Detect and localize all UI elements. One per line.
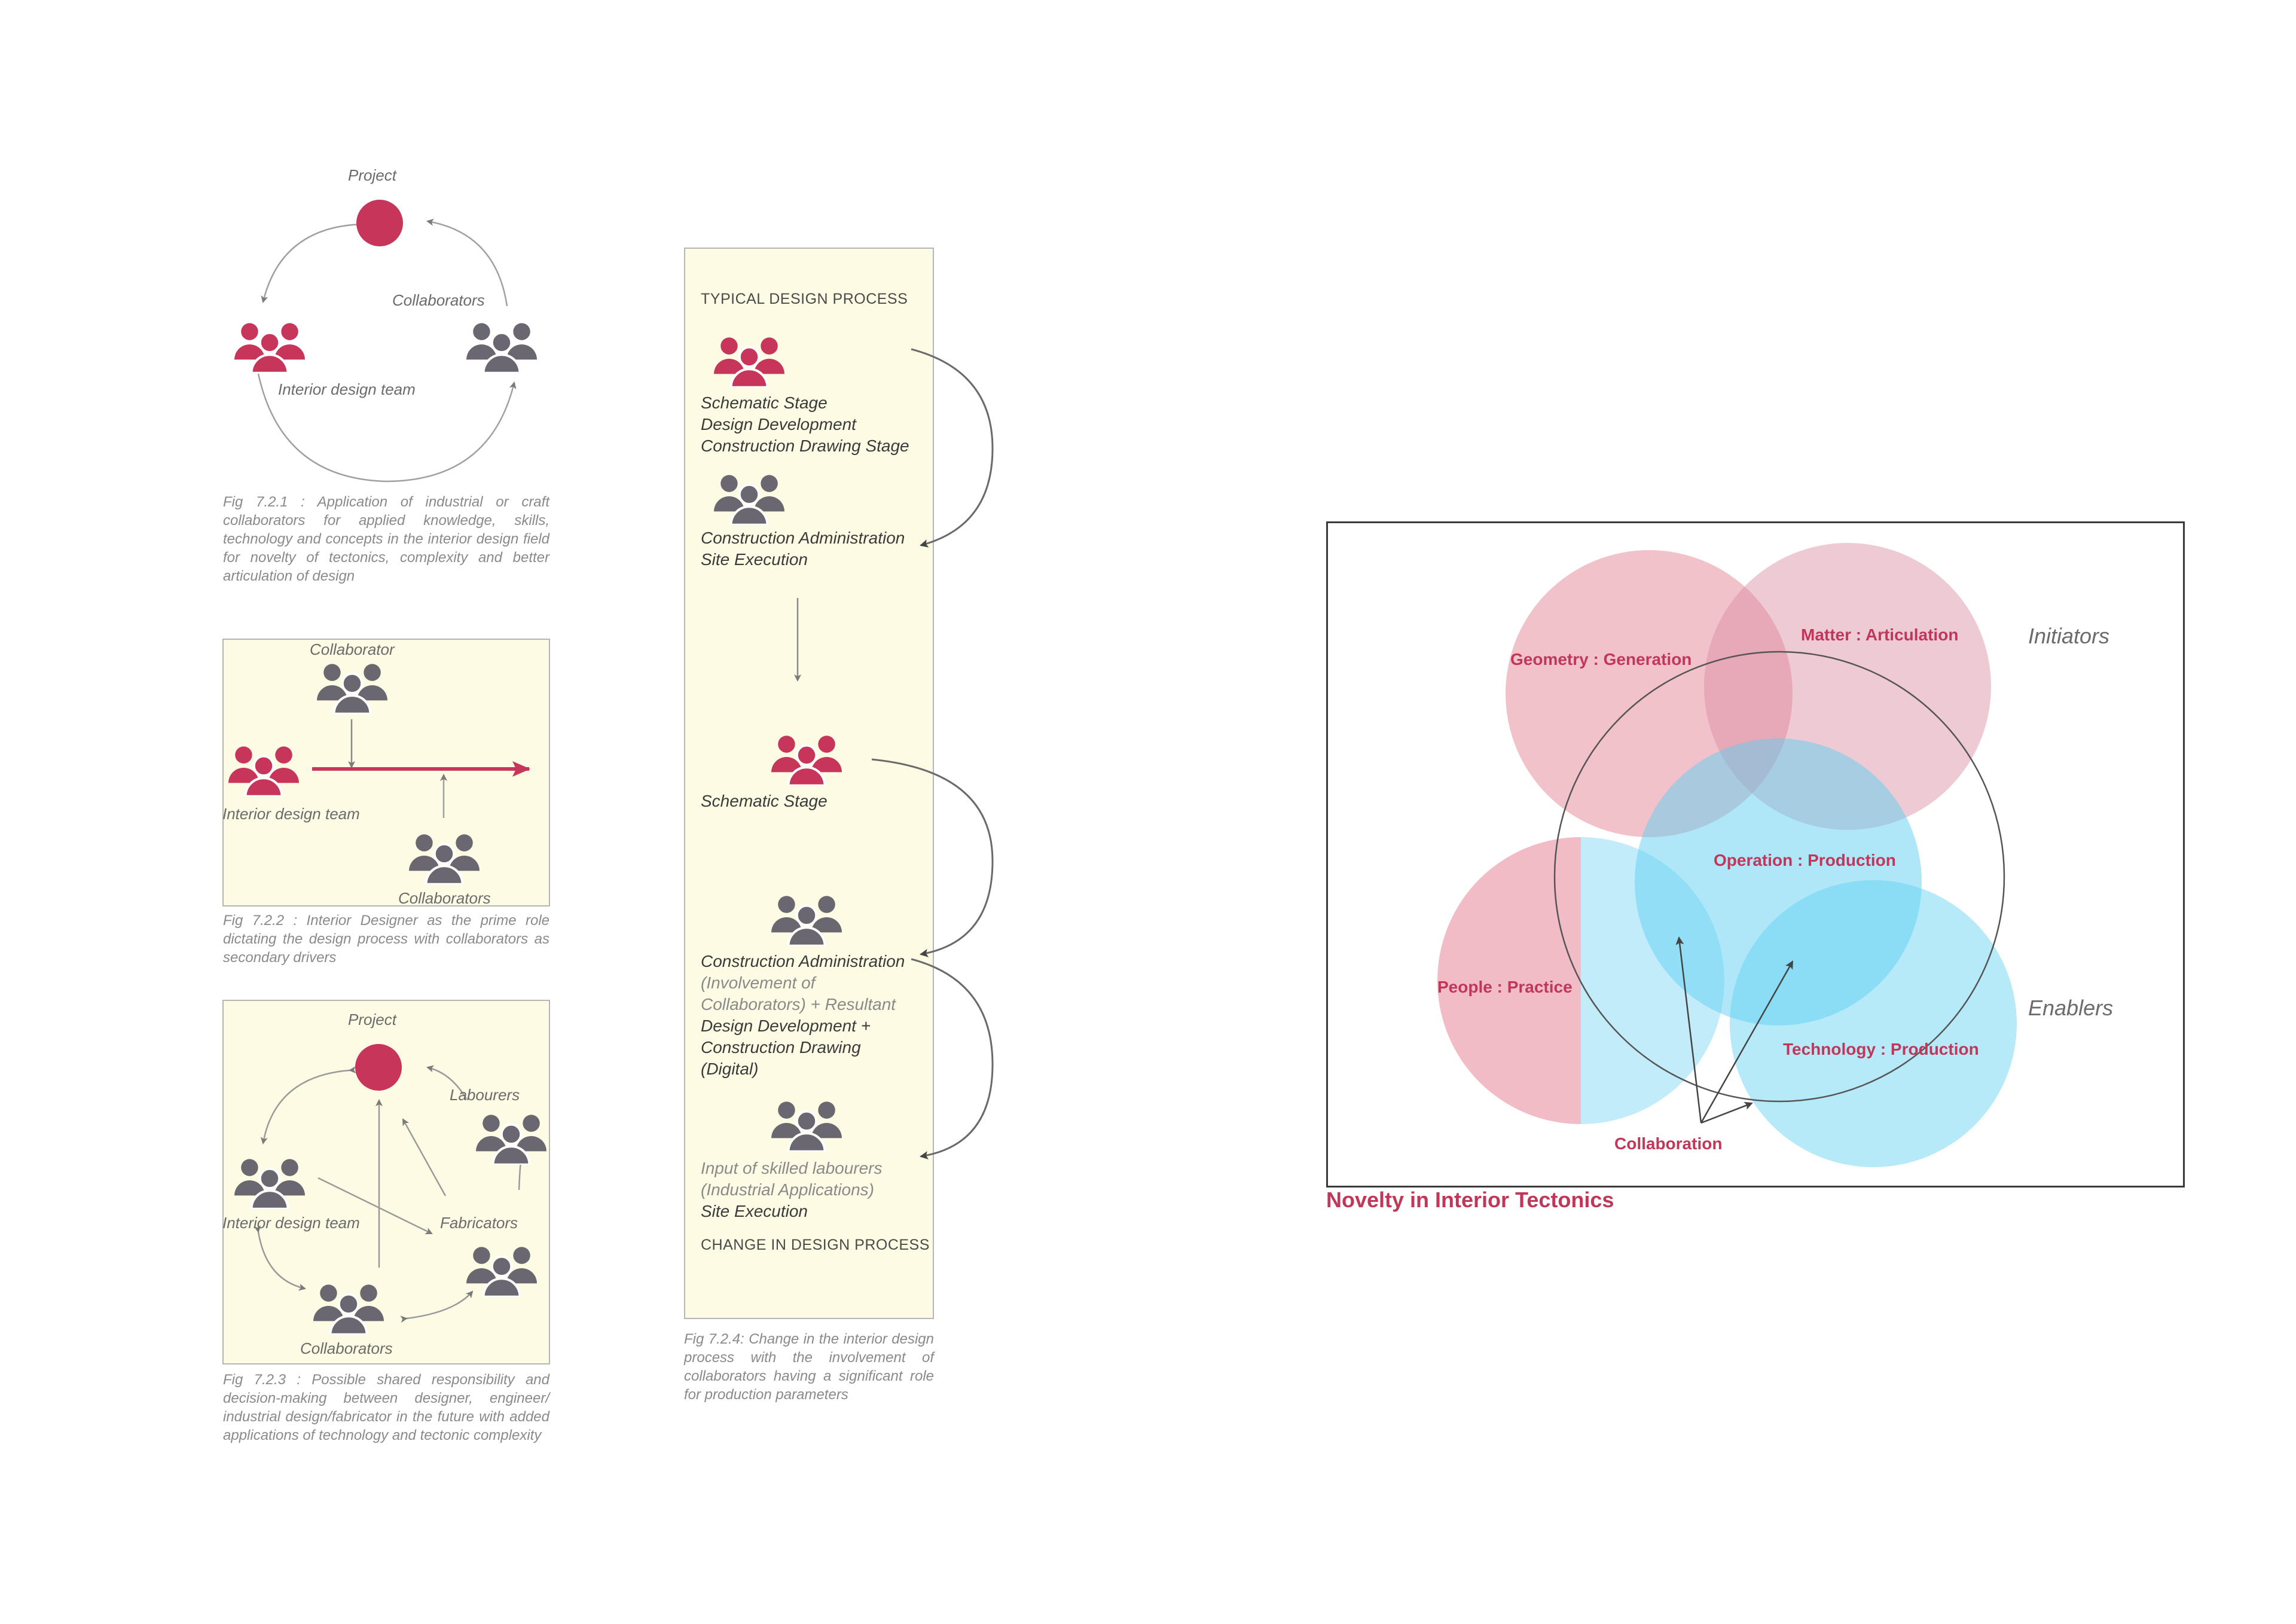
people-label: People : Practice [1437,978,1573,996]
venn-frame [1326,521,2185,1188]
stage-item: Design Development + [701,1016,871,1035]
operation-circle [1635,738,1922,1025]
collaborators-label: Collaborators [398,889,491,907]
change-heading: CHANGE IN DESIGN PROCESS [701,1237,930,1253]
geometry-label: Geometry : Generation [1510,650,1692,668]
enablers-label: Enablers [2028,996,2113,1020]
typical-heading: TYPICAL DESIGN PROCESS [701,291,908,307]
team-label: Interior design team [222,1214,360,1232]
labourers-label: Labourers [450,1086,520,1104]
team-label: Interior design team [278,380,416,398]
project-label: Project [348,1011,396,1028]
matter-label: Matter : Articulation [1801,625,1958,644]
project-node [356,200,403,246]
stage-item: (Digital) [701,1060,759,1078]
initiators-label: Initiators [2028,624,2109,648]
fig3-caption: Fig 7.2.3 : Possible shared responsibili… [223,1372,549,1443]
collaborator-label: Collaborator [310,640,395,658]
stage-item: Schematic Stage [701,393,828,412]
operation-label: Operation : Production [1714,851,1896,869]
change-collab-stages: Construction Administration (Involvement… [701,951,905,1080]
project-label: Project [348,166,396,184]
stage-item: Design Development [701,415,856,434]
stage-item-note: Collaborators) + Resultant [701,995,896,1014]
technology-label: Technology : Production [1783,1040,1979,1058]
technology-circle [1730,880,2017,1167]
stage-item: Site Execution [701,1202,808,1220]
outline-circle [1553,651,2005,1103]
stage-item: Construction Administration [701,529,905,547]
change-stage: Schematic Stage [701,792,828,810]
stage-item: Construction Administration [701,952,905,970]
collaborators-label: Collaborators [392,291,485,309]
fig2-caption: Fig 7.2.2 : Interior Designer as the pri… [223,912,549,966]
collaboration-arrows [1675,936,1794,1124]
fig1-caption: Fig 7.2.1 : Application of industrial or… [223,494,549,584]
team-label: Interior design team [222,805,360,823]
stage-item-note: Input of skilled labourers [701,1159,883,1177]
stage-item: Site Execution [701,550,808,569]
typical-collab-stages: Construction Administration Site Executi… [701,527,905,570]
fig4-caption: Fig 7.2.4: Change in the interior design… [684,1331,934,1403]
project-node [355,1044,402,1091]
stage-item-note: (Industrial Applications) [701,1180,874,1199]
collaboration-label: Collaboration [1614,1134,1722,1153]
collaborators-label: Collaborators [300,1339,393,1357]
venn-title: Novelty in Interior Tectonics [1326,1188,1614,1212]
labour-stages: Input of skilled labourers (Industrial A… [701,1158,883,1222]
fabricators-label: Fabricators [440,1214,518,1232]
people-circle-left [1437,837,1581,1124]
typical-stages: Schematic Stage Design Development Const… [701,392,909,457]
stage-item-note: (Involvement of [701,973,816,992]
stage-item: Construction Drawing Stage [701,436,909,455]
stage-item: Construction Drawing [701,1038,861,1057]
